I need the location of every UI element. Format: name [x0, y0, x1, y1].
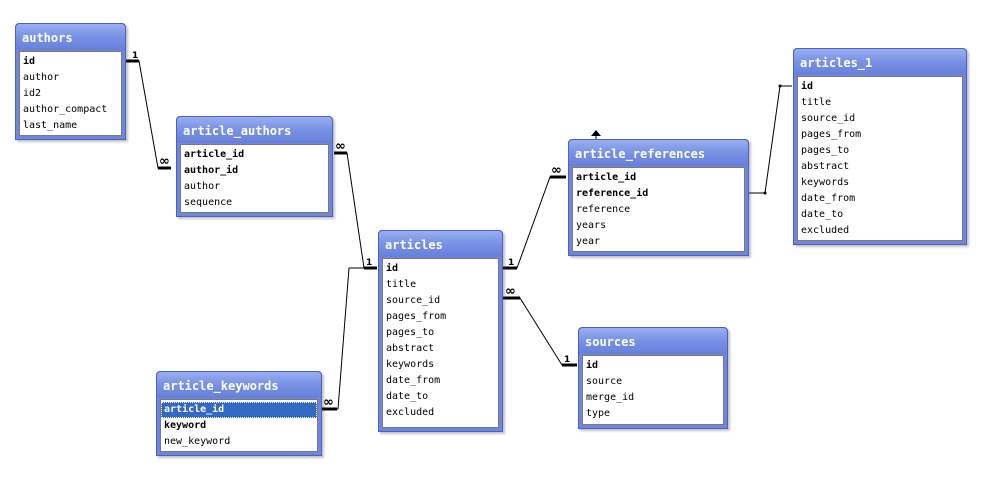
- table-title[interactable]: sources: [579, 328, 727, 354]
- field-pages-to[interactable]: pages_to: [386, 327, 435, 338]
- many-label: ∞: [323, 395, 334, 410]
- table-title[interactable]: authors: [16, 24, 125, 50]
- table-article-authors[interactable]: article_authors article_id author_id aut…: [176, 116, 333, 217]
- relationship-articles-1-article-references[interactable]: [749, 84, 792, 195]
- field-pages-from[interactable]: pages_from: [386, 311, 447, 322]
- field-list: id title source_id pages_from pages_to a…: [382, 258, 499, 428]
- field-article-id[interactable]: article_id: [576, 172, 637, 183]
- one-label: 1: [564, 355, 570, 365]
- field-sequence[interactable]: sequence: [184, 197, 233, 208]
- field-years[interactable]: years: [576, 220, 607, 231]
- field-new-keyword[interactable]: new_keyword: [164, 436, 231, 447]
- field-keyword[interactable]: keyword: [164, 420, 207, 431]
- table-article-keywords[interactable]: article_keywords article_id keyword new_…: [156, 371, 322, 456]
- field-excluded[interactable]: excluded: [801, 225, 850, 236]
- field-author[interactable]: author: [184, 181, 221, 192]
- field-type[interactable]: type: [586, 408, 611, 419]
- table-title[interactable]: articles_1: [794, 49, 966, 75]
- field-id[interactable]: id: [386, 263, 399, 274]
- field-year[interactable]: year: [576, 236, 601, 247]
- field-date-from[interactable]: date_from: [801, 193, 856, 204]
- field-id[interactable]: id: [801, 81, 814, 92]
- field-id2[interactable]: id2: [23, 88, 42, 99]
- field-abstract[interactable]: abstract: [801, 161, 850, 172]
- many-label: ∞: [335, 139, 346, 154]
- field-list: id author id2 author_compact last_name: [19, 51, 122, 136]
- relationship-sources-articles[interactable]: 1 ∞: [503, 284, 577, 367]
- many-label: ∞: [505, 284, 516, 299]
- table-sources[interactable]: sources id source merge_id type: [578, 327, 728, 429]
- field-source-id[interactable]: source_id: [386, 295, 441, 306]
- table-articles[interactable]: articles id title source_id pages_from p…: [378, 230, 503, 432]
- field-list: article_id keyword new_keyword: [160, 399, 318, 452]
- field-date-to[interactable]: date_to: [801, 209, 844, 220]
- field-article-id[interactable]: article_id: [161, 402, 317, 418]
- relationship-articles-article-references[interactable]: 1 ∞: [503, 163, 566, 270]
- field-abstract[interactable]: abstract: [386, 343, 435, 354]
- field-title[interactable]: title: [386, 279, 417, 290]
- table-title[interactable]: article_references: [569, 140, 748, 166]
- field-author-compact[interactable]: author_compact: [23, 104, 108, 115]
- relationship-authors-article-authors[interactable]: 1 ∞: [126, 51, 171, 170]
- field-excluded[interactable]: excluded: [386, 407, 435, 418]
- one-label: 1: [366, 258, 372, 268]
- field-reference[interactable]: reference: [576, 204, 631, 215]
- field-date-from[interactable]: date_from: [386, 375, 441, 386]
- table-title[interactable]: articles: [379, 231, 502, 257]
- field-keywords[interactable]: keywords: [386, 359, 435, 370]
- one-label: 1: [132, 51, 138, 61]
- field-pages-to[interactable]: pages_to: [801, 145, 850, 156]
- field-id[interactable]: id: [23, 56, 36, 67]
- field-reference-id[interactable]: reference_id: [576, 188, 649, 199]
- table-articles-1[interactable]: articles_1 id title source_id pages_from…: [793, 48, 967, 245]
- table-article-references[interactable]: article_references article_id reference_…: [568, 139, 749, 256]
- field-source[interactable]: source: [586, 376, 623, 387]
- field-title[interactable]: title: [801, 97, 832, 108]
- field-list: id title source_id pages_from pages_to a…: [797, 76, 963, 241]
- table-authors[interactable]: authors id author id2 author_compact las…: [15, 23, 126, 140]
- field-author-id[interactable]: author_id: [184, 165, 239, 176]
- field-article-id[interactable]: article_id: [184, 149, 245, 160]
- table-title[interactable]: article_keywords: [157, 372, 321, 398]
- field-date-to[interactable]: date_to: [386, 391, 429, 402]
- field-keywords[interactable]: keywords: [801, 177, 850, 188]
- field-list: article_id reference_id reference years …: [572, 167, 745, 252]
- field-merge-id[interactable]: merge_id: [586, 392, 635, 403]
- field-list: article_id author_id author sequence: [180, 144, 329, 213]
- table-title[interactable]: article_authors: [177, 117, 332, 143]
- field-author[interactable]: author: [23, 72, 60, 83]
- relationship-articles-article-keywords[interactable]: ∞: [322, 267, 364, 411]
- field-pages-from[interactable]: pages_from: [801, 129, 862, 140]
- field-list: id source merge_id type: [582, 355, 724, 425]
- field-last-name[interactable]: last_name: [23, 120, 78, 131]
- relationship-articles-article-authors[interactable]: 1 ∞: [334, 139, 377, 270]
- many-label: ∞: [551, 163, 562, 178]
- one-label: 1: [508, 258, 514, 268]
- many-label: ∞: [159, 154, 170, 169]
- field-id[interactable]: id: [586, 360, 599, 371]
- field-source-id[interactable]: source_id: [801, 113, 856, 124]
